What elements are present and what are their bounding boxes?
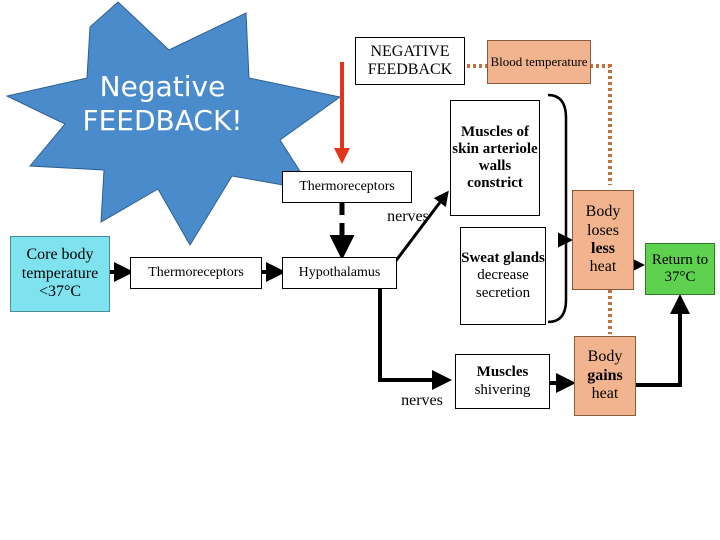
thermoreceptors-left-box: Thermoreceptors bbox=[130, 257, 262, 289]
gains-label: gains bbox=[587, 366, 623, 384]
muscles-label: Muscles bbox=[476, 364, 529, 381]
hypothalamus-box: Hypothalamus bbox=[282, 257, 397, 289]
heat-b-label: heat bbox=[591, 385, 619, 403]
shivering-label: shivering bbox=[474, 381, 531, 398]
sweat-glands-label: Sweat glands bbox=[461, 250, 545, 267]
body-gains-heat-box: Body gains heat bbox=[574, 336, 636, 416]
shivering-box: Muscles shivering bbox=[455, 354, 550, 409]
blood-temperature-label: Blood temperature bbox=[490, 53, 588, 69]
sweat-decrease-label: decrease secretion bbox=[475, 267, 531, 301]
arrow-hypo-to-shivering bbox=[378, 285, 452, 390]
less-label: less bbox=[591, 240, 615, 257]
negative-feedback-box: NEGATIVE FEEDBACK bbox=[355, 37, 465, 85]
return-label: Return to 37°C bbox=[651, 251, 709, 285]
sweat-glands-box: Sweat glands decrease secretion bbox=[460, 227, 546, 325]
hypothalamus-label: Hypothalamus bbox=[298, 264, 381, 280]
thermoreceptors-left-label: Thermoreceptors bbox=[148, 264, 244, 280]
star-burst-shape bbox=[5, 1, 342, 246]
arrow-hypo-to-skin bbox=[393, 190, 449, 263]
body-loses-heat-box: Body loses less heat bbox=[572, 190, 634, 290]
blood-temperature-box: Blood temperature bbox=[487, 40, 591, 84]
dotted-connectors bbox=[461, 64, 612, 334]
return-box: Return to 37°C bbox=[645, 243, 715, 295]
arrow-gains-to-return bbox=[635, 294, 690, 387]
thermoreceptors-top-box: Thermoreceptors bbox=[282, 171, 412, 203]
core-body-temperature-label: Core body temperature <37°C bbox=[21, 246, 99, 301]
negative-feedback-label: NEGATIVE FEEDBACK bbox=[367, 42, 453, 78]
nerves-bottom-label: nerves bbox=[401, 392, 443, 409]
thermoreceptors-top-label: Thermoreceptors bbox=[299, 178, 395, 194]
skin-arteriole-box: Muscles of skin arteriole walls constric… bbox=[450, 100, 540, 216]
response-bracket bbox=[547, 93, 568, 324]
body-loses-label: Body loses bbox=[585, 203, 621, 239]
star-title: Negative FEEDBACK! bbox=[82, 70, 243, 137]
heat-a-label: heat bbox=[589, 258, 617, 276]
nerves-top-label: nerves bbox=[387, 208, 429, 225]
skin-arteriole-label: Muscles of skin arteriole walls constric… bbox=[452, 123, 538, 192]
core-body-temperature-box: Core body temperature <37°C bbox=[10, 236, 110, 312]
body-label: Body bbox=[587, 348, 623, 366]
